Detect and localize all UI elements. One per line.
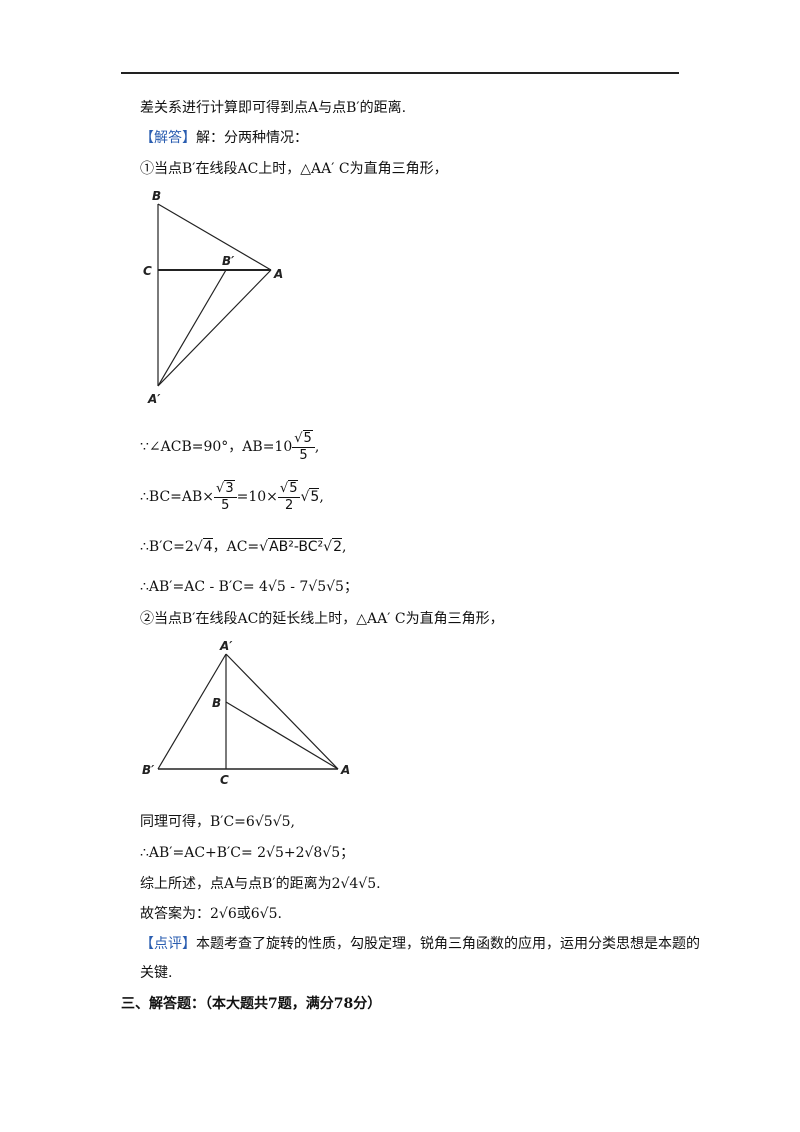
figure-2-svg: A′ B B′ C A bbox=[142, 639, 350, 787]
answer-text: 解：分两种情况： bbox=[196, 130, 308, 146]
label-c: C bbox=[143, 264, 152, 278]
sqrt-5: √5 bbox=[300, 488, 320, 505]
comment-line-2: 关键. bbox=[140, 965, 173, 981]
bc-suffix: , bbox=[319, 489, 324, 505]
label-b-prime: B′ bbox=[222, 254, 235, 268]
label-a-prime: A′ bbox=[147, 392, 161, 406]
bpc-middle: ，AC= bbox=[212, 539, 260, 555]
label-a-prime: A′ bbox=[219, 639, 233, 653]
edge-a-prime-a bbox=[157, 269, 272, 387]
sqrt-ab2-bc2: √AB²-BC² bbox=[259, 538, 324, 555]
denominator: 5 bbox=[221, 497, 230, 513]
label-a: A bbox=[340, 763, 350, 777]
ab-prime-line-1: ∴AB′=AC - B′C= 4√5 - 7√5√5； bbox=[140, 579, 358, 595]
sqrt-sign: √ bbox=[259, 539, 269, 555]
case-1-line: ①当点B′在线段AC上时，△AA′ C为直角三角形， bbox=[140, 161, 448, 177]
answer-line: 【解答】解：分两种情况： bbox=[140, 128, 308, 148]
bpc-prefix: ∴B′C=2 bbox=[140, 539, 194, 555]
radicand: 5 bbox=[309, 488, 320, 505]
figure-case-2: A′ B B′ C A bbox=[138, 636, 358, 792]
sqrt-sign: √ bbox=[323, 539, 333, 555]
bc-middle: =10× bbox=[236, 489, 278, 505]
text-line-0: 差关系进行计算即可得到点A与点B′的距离. bbox=[140, 100, 407, 116]
comment-line: 【点评】本题考查了旋转的性质，勾股定理，锐角三角函数的应用，运用分类思想是本题的 bbox=[140, 934, 700, 954]
section-heading: 三、解答题：（本大题共7题，满分78分） bbox=[121, 996, 382, 1012]
radicand: 5 bbox=[302, 429, 313, 446]
sqrt-sign: √ bbox=[279, 480, 289, 496]
figure-1-svg: B C B′ A A′ bbox=[143, 189, 283, 406]
radicand: 3 bbox=[224, 479, 235, 496]
bpc-suffix: , bbox=[342, 539, 347, 555]
edge-a-prime-a bbox=[225, 653, 339, 770]
b-prime-c-line: ∴B′C=2√4，AC=√AB²-BC²√2, bbox=[140, 537, 346, 557]
denominator: 5 bbox=[299, 447, 308, 463]
summary-line: 综上所述，点A与点B′的距离为2√4√5. bbox=[140, 876, 381, 892]
sqrt-4: √4 bbox=[194, 538, 213, 555]
edge-a-prime-b-prime bbox=[157, 653, 227, 770]
sqrt-sign: √ bbox=[294, 430, 303, 446]
label-b: B bbox=[212, 696, 221, 710]
edge-b-a bbox=[225, 701, 339, 770]
radicand: 4 bbox=[202, 538, 213, 555]
label-b-prime: B′ bbox=[142, 763, 155, 777]
header-rule bbox=[121, 72, 679, 74]
sqrt-sign: √ bbox=[300, 489, 310, 505]
sqrt-sign: √ bbox=[193, 539, 203, 555]
given-prefix: ∵∠ACB=90°，AB=10 bbox=[140, 439, 293, 455]
given-suffix: , bbox=[314, 439, 320, 455]
edge-a-prime-b-prime bbox=[157, 269, 227, 387]
bc-prefix: ∴BC=AB× bbox=[140, 489, 215, 505]
label-b: B bbox=[152, 189, 161, 203]
sqrt-2: √2 bbox=[323, 538, 342, 555]
final-answer-line: 故答案为：2√6或6√5. bbox=[140, 906, 282, 922]
similar-line: 同理可得，B′C=6√5√5, bbox=[140, 814, 295, 830]
radicand: AB²-BC² bbox=[268, 538, 324, 555]
radicand: 2 bbox=[332, 538, 342, 555]
label-c: C bbox=[220, 773, 229, 787]
answer-tag: 【解答】 bbox=[140, 130, 196, 146]
edge-ba bbox=[157, 203, 272, 271]
label-a: A bbox=[273, 267, 283, 281]
comment-tag: 【点评】 bbox=[140, 936, 196, 952]
ab-prime-line-2: ∴AB′=AC+B′C= 2√5+2√8√5； bbox=[140, 845, 355, 861]
sqrt-sign: √ bbox=[216, 480, 225, 496]
radicand: 5 bbox=[288, 479, 299, 496]
case-2-line: ②当点B′在线段AC的延长线上时，△AA′ C为直角三角形， bbox=[140, 611, 504, 627]
comment-text: 本题考查了旋转的性质，勾股定理，锐角三角函数的应用，运用分类思想是本题的 bbox=[196, 936, 700, 952]
denominator: 2 bbox=[285, 497, 294, 513]
figure-case-1: B C B′ A A′ bbox=[138, 186, 298, 412]
